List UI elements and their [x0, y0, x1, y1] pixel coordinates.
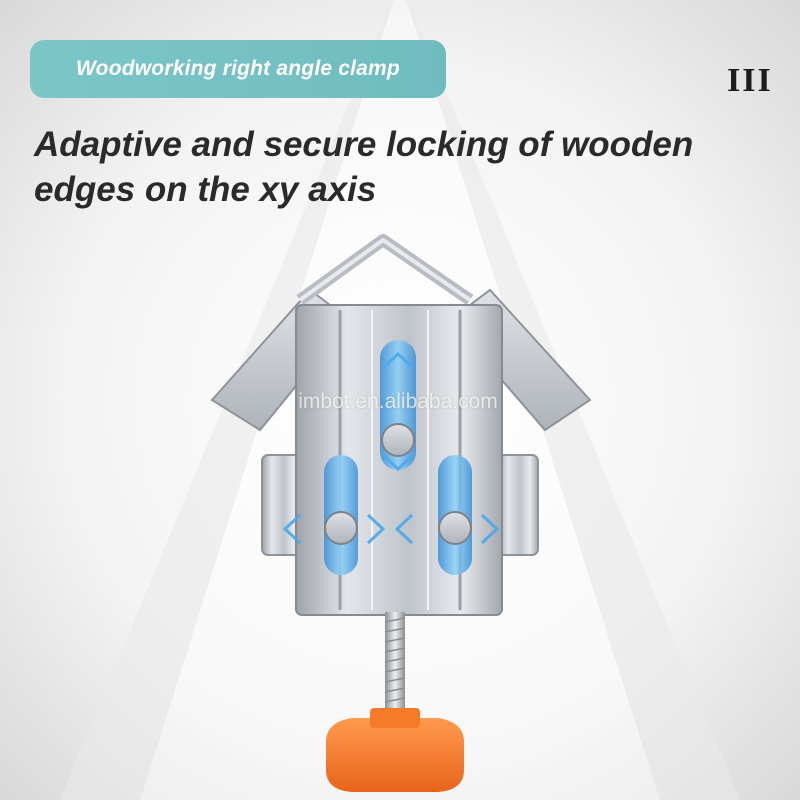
left-screw-head	[324, 511, 358, 545]
product-banner: Woodworking right angle clamp	[30, 40, 446, 98]
top-screw-head	[381, 423, 415, 457]
horizontal-arrows-left-icon	[282, 513, 386, 545]
headline: Adaptive and secure locking of wooden ed…	[34, 122, 774, 212]
right-screw-head	[438, 511, 472, 545]
vertical-arrows-icon	[381, 351, 415, 472]
headline-line-2: edges on the xy axis	[34, 170, 377, 209]
orange-knob	[326, 718, 464, 792]
headline-line-1: Adaptive and secure locking of wooden	[34, 125, 694, 164]
horizontal-arrows-right-icon	[394, 513, 500, 545]
right-side-bracket	[497, 454, 539, 556]
watermark: imbot.en.alibaba.com	[298, 390, 498, 413]
banner-label: Woodworking right angle clamp	[76, 57, 400, 80]
section-number: III	[727, 62, 773, 99]
